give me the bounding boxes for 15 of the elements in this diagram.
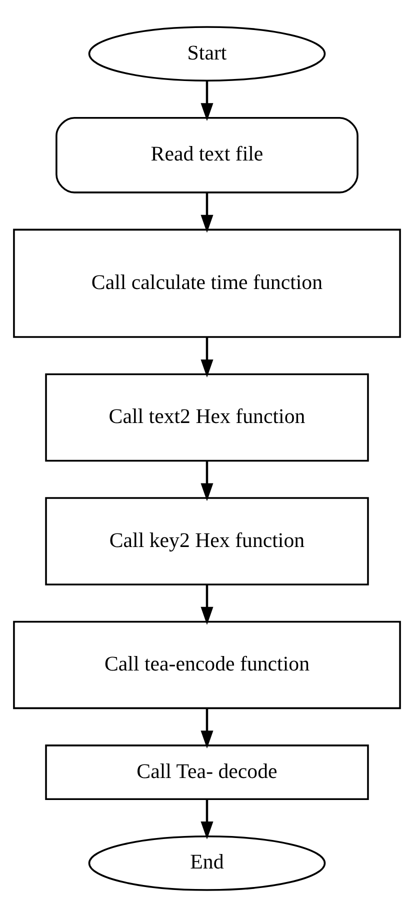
node-ellipse: End [88,835,326,891]
arrow [200,192,214,233]
node-box: Call key2 Hex function [45,497,369,586]
node-ellipse: Start [88,26,326,82]
arrow [200,337,214,378]
arrow [200,461,214,502]
node-box: Call Tea- decode [45,744,369,800]
arrow [200,708,214,749]
node-box: Call text2 Hex function [45,373,369,462]
node-box: Call calculate time function [13,228,401,338]
arrow [200,584,214,625]
arrow [200,799,214,840]
arrow [200,81,214,122]
node-box: Call tea-encode function [13,620,401,710]
node-box: Read text file [56,117,358,194]
